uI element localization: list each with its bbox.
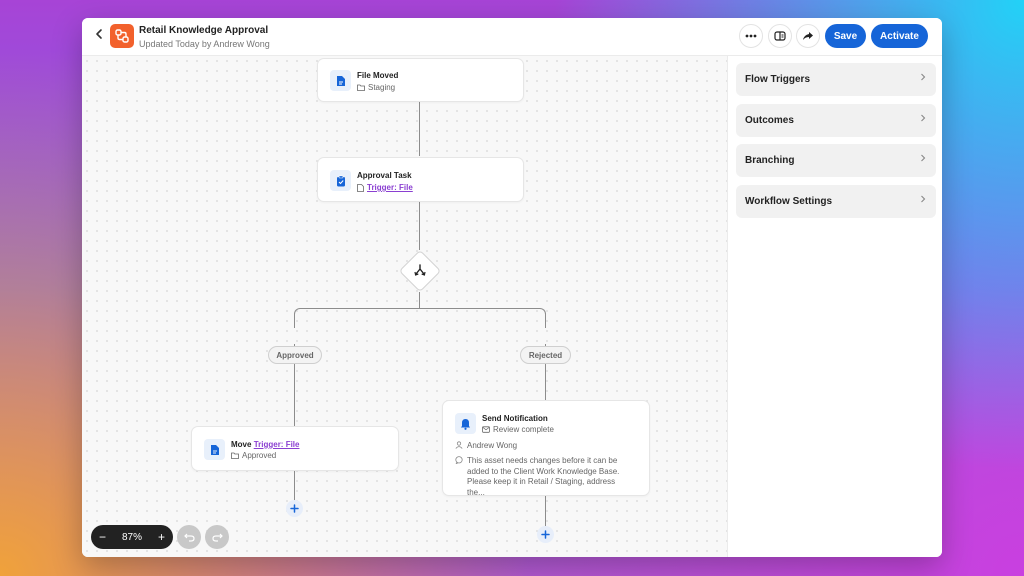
app-logo bbox=[110, 24, 134, 48]
zoom-in-button[interactable]: + bbox=[157, 530, 165, 544]
folder-name: Approved bbox=[242, 451, 277, 460]
sidebar-item-outcomes[interactable]: Outcomes bbox=[736, 104, 936, 137]
page-title: Retail Knowledge Approval bbox=[139, 25, 269, 36]
node-move[interactable]: Move Trigger: File Approved bbox=[191, 426, 399, 471]
zoom-level: 87% bbox=[121, 531, 142, 543]
node-subtitle: Approved bbox=[231, 451, 276, 460]
chevron-right-icon bbox=[920, 154, 926, 165]
chevron-right-icon bbox=[920, 73, 926, 84]
connector-line bbox=[419, 202, 420, 250]
bell-icon bbox=[461, 418, 470, 430]
share-button[interactable] bbox=[796, 24, 820, 48]
node-title: File Moved bbox=[357, 71, 399, 80]
panel-icon bbox=[774, 31, 786, 41]
share-arrow-icon bbox=[803, 32, 813, 40]
connector-line bbox=[419, 102, 420, 156]
branch-icon-wrap bbox=[412, 263, 428, 279]
connector-line bbox=[294, 344, 295, 426]
node-title: Approval Task bbox=[357, 171, 412, 180]
toggle-panel-button[interactable] bbox=[768, 24, 792, 48]
sidebar-item-label: Branching bbox=[745, 155, 795, 166]
connector-line bbox=[294, 471, 295, 501]
folder-icon bbox=[357, 84, 365, 91]
more-options-button[interactable] bbox=[739, 24, 763, 48]
sidebar-item-label: Flow Triggers bbox=[745, 74, 811, 85]
save-button[interactable]: Save bbox=[825, 24, 866, 48]
connector-line bbox=[545, 344, 546, 400]
undo-button[interactable] bbox=[177, 525, 201, 549]
message-preview: This asset needs changes before it can b… bbox=[467, 456, 620, 497]
user-icon bbox=[455, 441, 463, 449]
node-send-notification[interactable]: Send Notification Review complete Andrew… bbox=[442, 400, 650, 498]
zoom-out-button[interactable]: − bbox=[99, 530, 107, 544]
add-step-button[interactable] bbox=[286, 500, 303, 517]
plus-icon bbox=[541, 530, 550, 539]
email-icon bbox=[482, 426, 490, 433]
ellipsis-icon bbox=[745, 34, 757, 38]
node-subtitle: Trigger: File bbox=[357, 183, 413, 192]
properties-sidebar: Flow Triggers Outcomes Branching Workflo… bbox=[727, 56, 942, 557]
connector-line bbox=[545, 496, 546, 526]
file-icon bbox=[357, 183, 364, 192]
undo-icon bbox=[183, 533, 195, 542]
email-subject: Review complete bbox=[493, 425, 554, 434]
notification-node-icon bbox=[455, 413, 476, 434]
chevron-left-icon bbox=[96, 29, 102, 39]
branch-split-icon bbox=[414, 264, 426, 276]
back-button[interactable] bbox=[90, 27, 108, 45]
folder-name: Staging bbox=[368, 83, 396, 92]
add-step-button[interactable] bbox=[537, 526, 554, 543]
branch-label-approved[interactable]: Approved bbox=[268, 346, 322, 364]
plus-icon bbox=[290, 504, 299, 513]
workflow-logo-icon bbox=[115, 29, 129, 43]
folder-icon bbox=[231, 452, 239, 459]
flow-canvas[interactable]: File Moved Staging Approval Task Trigger… bbox=[82, 56, 727, 557]
activate-button[interactable]: Activate bbox=[871, 24, 928, 48]
sidebar-item-workflow-settings[interactable]: Workflow Settings bbox=[736, 185, 936, 218]
clipboard-check-icon bbox=[336, 175, 345, 186]
node-title: Move Trigger: File bbox=[231, 440, 299, 449]
connector-line bbox=[419, 292, 420, 308]
approval-node-icon bbox=[330, 170, 351, 191]
branch-connector bbox=[294, 308, 546, 328]
node-file-moved[interactable]: File Moved Staging bbox=[317, 58, 524, 102]
trigger-link[interactable]: Trigger: File bbox=[253, 440, 300, 449]
chevron-right-icon bbox=[920, 195, 926, 206]
node-approval-task[interactable]: Approval Task Trigger: File bbox=[317, 157, 524, 202]
page-subtitle: Updated Today by Andrew Wong bbox=[139, 39, 270, 49]
message-row: This asset needs changes before it can b… bbox=[455, 456, 635, 498]
branch-label-rejected[interactable]: Rejected bbox=[520, 346, 571, 364]
move-title: Move bbox=[231, 440, 252, 449]
chevron-right-icon bbox=[920, 114, 926, 125]
node-subtitle: Review complete bbox=[482, 425, 554, 434]
document-icon bbox=[336, 75, 345, 86]
node-subtitle: Staging bbox=[357, 83, 395, 92]
message-icon bbox=[455, 456, 463, 464]
file-node-icon bbox=[330, 70, 351, 91]
header-bar: Retail Knowledge Approval Updated Today … bbox=[82, 18, 942, 56]
workflow-editor-window: Retail Knowledge Approval Updated Today … bbox=[82, 18, 942, 557]
redo-icon bbox=[211, 533, 223, 542]
document-icon bbox=[210, 444, 219, 455]
recipient-row: Andrew Wong bbox=[455, 441, 517, 450]
sidebar-item-label: Outcomes bbox=[745, 115, 794, 126]
sidebar-item-branching[interactable]: Branching bbox=[736, 144, 936, 177]
file-node-icon bbox=[204, 439, 225, 460]
sidebar-item-flow-triggers[interactable]: Flow Triggers bbox=[736, 63, 936, 96]
trigger-link[interactable]: Trigger: File bbox=[367, 183, 413, 192]
sidebar-item-label: Workflow Settings bbox=[745, 196, 833, 207]
redo-button[interactable] bbox=[205, 525, 229, 549]
recipient-name: Andrew Wong bbox=[467, 441, 518, 450]
node-title: Send Notification bbox=[482, 414, 548, 423]
zoom-controls: − 87% + bbox=[91, 525, 173, 549]
